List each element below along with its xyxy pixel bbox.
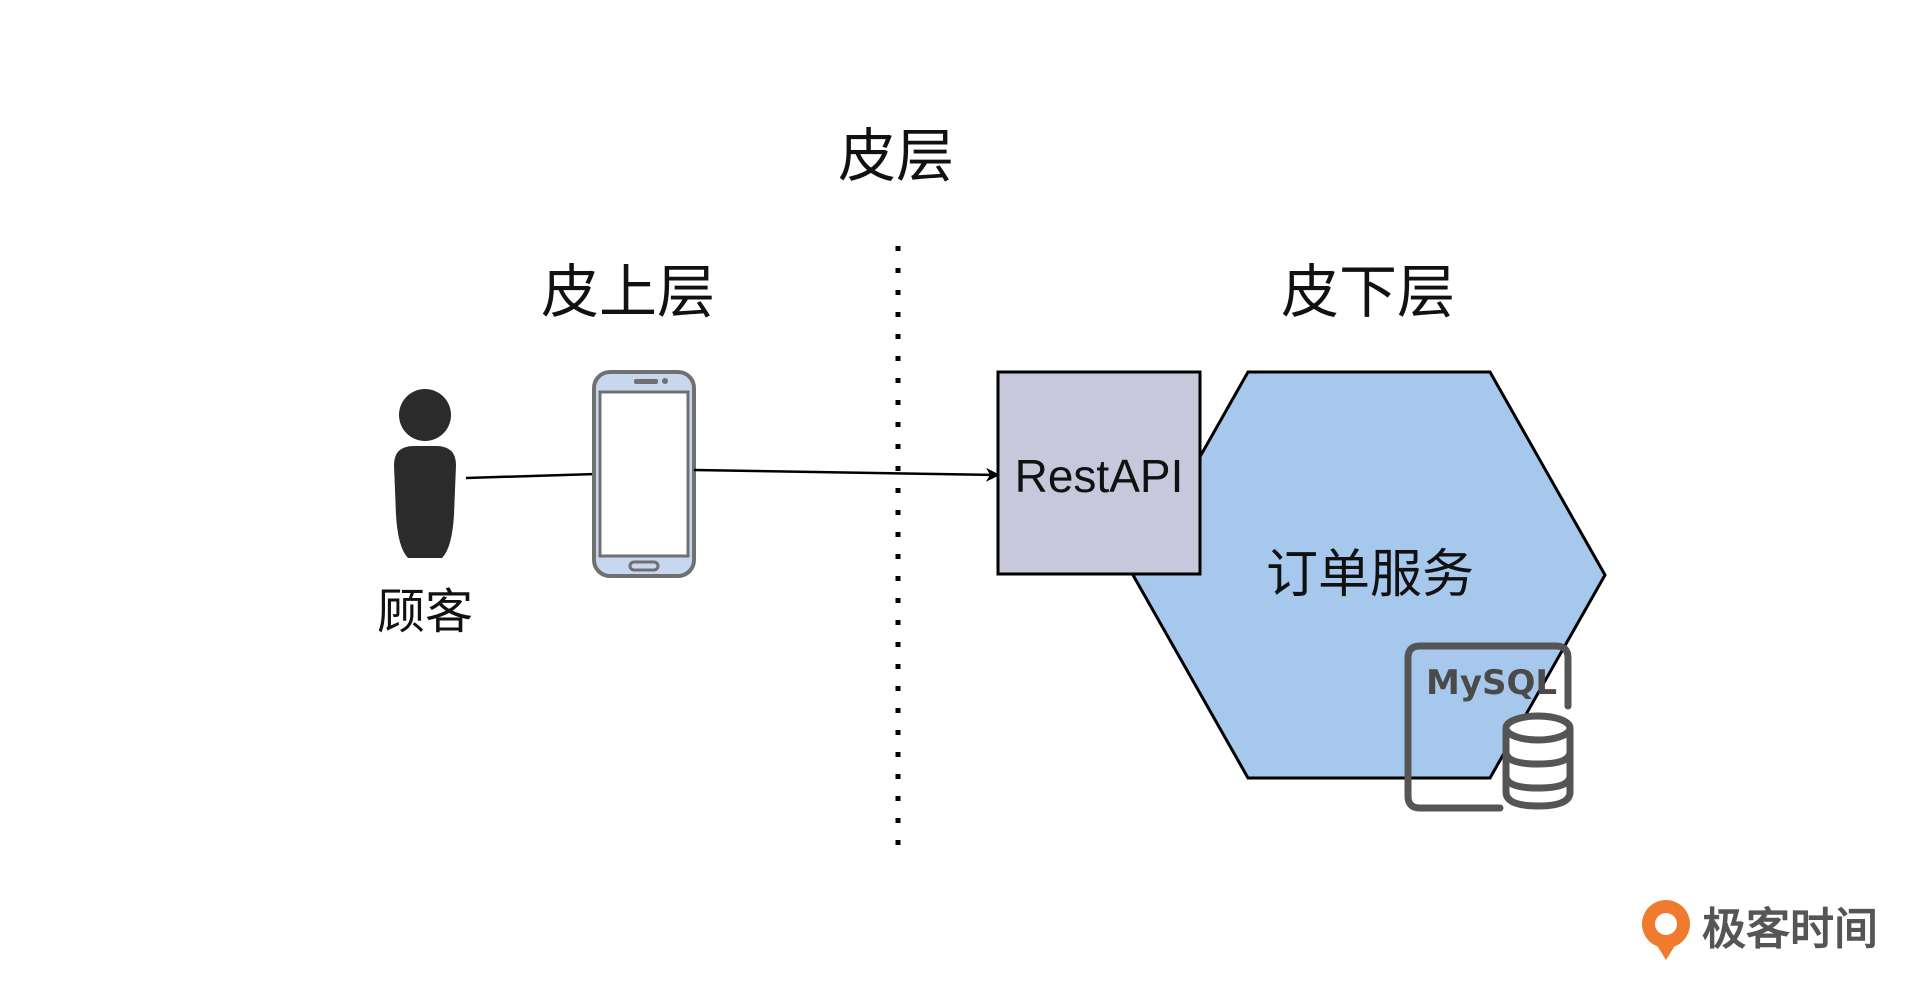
- person-to-phone-connector: [465, 472, 597, 480]
- smartphone-icon: [592, 370, 696, 578]
- below-skin-label: 皮下层: [1281, 258, 1455, 326]
- database-cylinder: [1502, 712, 1574, 810]
- person-icon: [394, 389, 456, 558]
- order-service-label: 订单服务: [1266, 545, 1474, 605]
- restapi-box: [996, 370, 1202, 576]
- restapi-label: RestAPI: [1015, 450, 1184, 502]
- geektime-logo-icon: [1642, 900, 1690, 960]
- database-icon: MySQL: [1404, 642, 1574, 812]
- skin-layer-title: 皮层: [838, 122, 954, 190]
- above-skin-label: 皮上层: [541, 258, 715, 326]
- phone-to-restapi-arrow: [693, 467, 1000, 482]
- brand-name: 极客时间: [1702, 904, 1878, 955]
- mysql-label: MySQL: [1426, 663, 1557, 703]
- customer-label: 顾客: [377, 584, 473, 640]
